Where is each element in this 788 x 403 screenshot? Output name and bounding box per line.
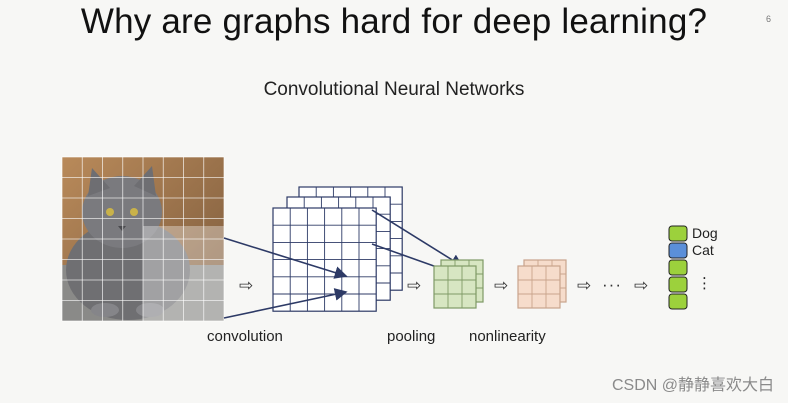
nonlinearity-map-1 bbox=[517, 265, 561, 309]
output-cell-4 bbox=[668, 276, 688, 293]
label-more: ⋮ bbox=[697, 275, 712, 292]
conv-feature-maps bbox=[272, 186, 403, 312]
image-grid bbox=[61, 156, 225, 322]
flow-arrow-3: ⇨ bbox=[494, 276, 509, 295]
slide-number: 6 bbox=[766, 14, 772, 24]
output-vector bbox=[668, 225, 688, 310]
conv-map-1 bbox=[272, 207, 377, 312]
output-cell-dog bbox=[668, 225, 688, 242]
output-cell-cat bbox=[668, 242, 688, 259]
input-cat-image bbox=[61, 156, 225, 322]
ellipsis-dots: ··· bbox=[602, 275, 622, 294]
output-cell-5 bbox=[668, 293, 688, 310]
flow-arrow-2: ⇨ bbox=[407, 276, 422, 295]
slide-title: Why are graphs hard for deep learning? bbox=[80, 2, 708, 41]
pooling-maps bbox=[433, 259, 484, 309]
watermark: CSDN @静静喜欢大白 bbox=[611, 377, 774, 394]
label-nonlinearity: nonlinearity bbox=[469, 328, 546, 345]
nonlinearity-map-1-frame bbox=[517, 265, 561, 309]
label-cat: Cat bbox=[692, 242, 714, 258]
label-dog: Dog bbox=[692, 225, 718, 241]
diagram-subtitle: Convolutional Neural Networks bbox=[263, 79, 525, 100]
pool-map-1 bbox=[433, 265, 477, 309]
flow-arrow-5: ⇨ bbox=[634, 276, 649, 295]
label-pooling: pooling bbox=[387, 328, 436, 345]
pool-map-1-frame bbox=[433, 265, 477, 309]
label-convolution: convolution bbox=[207, 328, 283, 345]
flow-arrow-4: ⇨ bbox=[577, 276, 592, 295]
flow-arrow-1: ⇨ bbox=[239, 276, 254, 295]
nonlinearity-maps bbox=[517, 259, 567, 309]
output-cell-3 bbox=[668, 259, 688, 276]
